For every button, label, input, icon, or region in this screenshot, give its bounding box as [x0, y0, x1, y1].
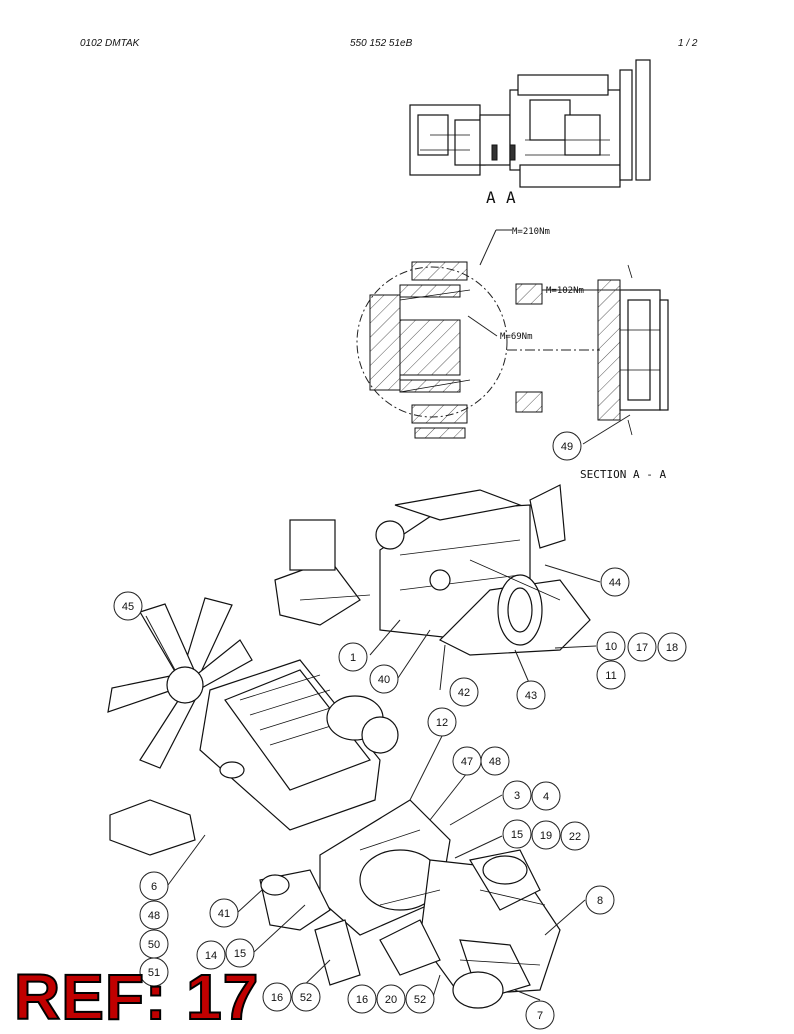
- svg-text:11: 11: [605, 670, 616, 682]
- svg-text:14: 14: [205, 950, 217, 962]
- svg-text:1: 1: [350, 652, 356, 664]
- svg-text:20: 20: [385, 994, 397, 1006]
- cut-letter-left: A: [486, 188, 496, 207]
- callout-3: 3: [502, 780, 532, 810]
- svg-text:7: 7: [537, 1010, 543, 1022]
- svg-text:15: 15: [511, 829, 523, 841]
- lower-iso-view: [107, 597, 586, 1009]
- svg-text:50: 50: [148, 939, 160, 951]
- svg-text:8: 8: [597, 895, 603, 907]
- callout-16: 16: [262, 982, 292, 1012]
- ref-stamp: REF: 17: [13, 961, 260, 1033]
- svg-text:52: 52: [414, 994, 426, 1006]
- svg-text:48: 48: [489, 756, 501, 768]
- callout-10: 10: [596, 631, 626, 661]
- top-side-view: A A: [409, 59, 651, 207]
- svg-text:4: 4: [543, 791, 549, 803]
- svg-text:44: 44: [609, 577, 621, 589]
- callout-19: 19: [531, 820, 561, 850]
- section-title: SECTION A - A: [580, 468, 666, 481]
- svg-text:17: 17: [636, 642, 648, 654]
- callout-50: 50: [139, 929, 169, 959]
- callout-20: 20: [376, 984, 406, 1014]
- svg-text:41: 41: [218, 908, 230, 920]
- callout-15: 15: [502, 819, 532, 849]
- part-number: 550 152 51eB: [350, 38, 413, 49]
- callout-15: 15: [225, 938, 255, 968]
- svg-text:49: 49: [561, 441, 573, 453]
- callout-8: 8: [585, 885, 615, 915]
- callout-51: 51: [139, 957, 169, 987]
- callout-18: 18: [657, 632, 687, 662]
- callout-6: 6: [139, 871, 169, 901]
- callout-48: 48: [139, 900, 169, 930]
- svg-text:10: 10: [605, 641, 617, 653]
- callout-49: 49: [552, 431, 582, 461]
- section-detail: M=210Nm M=102Nm M=69Nm SECTION A - A: [356, 227, 669, 481]
- middle-iso-view: [274, 484, 601, 691]
- callout-11: 11: [596, 660, 626, 690]
- callout-47: 47: [452, 746, 482, 776]
- svg-text:18: 18: [666, 642, 678, 654]
- callout-16: 16: [347, 984, 377, 1014]
- svg-text:12: 12: [436, 717, 448, 729]
- torque-label-210: M=210Nm: [512, 227, 550, 237]
- torque-label-102: M=102Nm: [546, 286, 584, 296]
- callout-14: 14: [196, 940, 226, 970]
- callout-17: 17: [627, 632, 657, 662]
- callout-7: 7: [525, 1000, 555, 1030]
- callout-45: 45: [113, 591, 143, 621]
- svg-text:47: 47: [461, 756, 473, 768]
- doc-code: 0102 DMTAK: [80, 38, 140, 49]
- svg-text:16: 16: [356, 994, 368, 1006]
- callout-42: 42: [449, 677, 479, 707]
- svg-text:3: 3: [514, 790, 520, 802]
- callout-12: 12: [427, 707, 457, 737]
- svg-text:52: 52: [300, 992, 312, 1004]
- svg-text:22: 22: [569, 831, 581, 843]
- callout-52: 52: [291, 982, 321, 1012]
- cut-letter-right: A: [506, 188, 516, 207]
- page-number: 1 / 2: [678, 38, 698, 49]
- svg-text:40: 40: [378, 674, 390, 686]
- svg-text:43: 43: [525, 690, 537, 702]
- callout-balloons: 49 44 1 40 42 43 10 17 18 11 45 12 47 48 3 4 15 19 22 6 48 41…: [113, 431, 687, 1030]
- callout-52: 52: [405, 984, 435, 1014]
- svg-text:19: 19: [540, 830, 552, 842]
- callout-1: 1: [338, 642, 368, 672]
- svg-text:42: 42: [458, 687, 470, 699]
- callout-43: 43: [516, 680, 546, 710]
- torque-label-69: M=69Nm: [500, 332, 533, 342]
- callout-40: 40: [369, 664, 399, 694]
- svg-text:6: 6: [151, 881, 157, 893]
- svg-text:51: 51: [148, 967, 160, 979]
- callout-22: 22: [560, 821, 590, 851]
- svg-text:15: 15: [234, 948, 246, 960]
- callout-4: 4: [531, 781, 561, 811]
- callout-41: 41: [209, 898, 239, 928]
- callout-48: 48: [480, 746, 510, 776]
- callout-44: 44: [600, 567, 630, 597]
- svg-text:16: 16: [271, 992, 283, 1004]
- svg-text:48: 48: [148, 910, 160, 922]
- svg-text:45: 45: [122, 601, 134, 613]
